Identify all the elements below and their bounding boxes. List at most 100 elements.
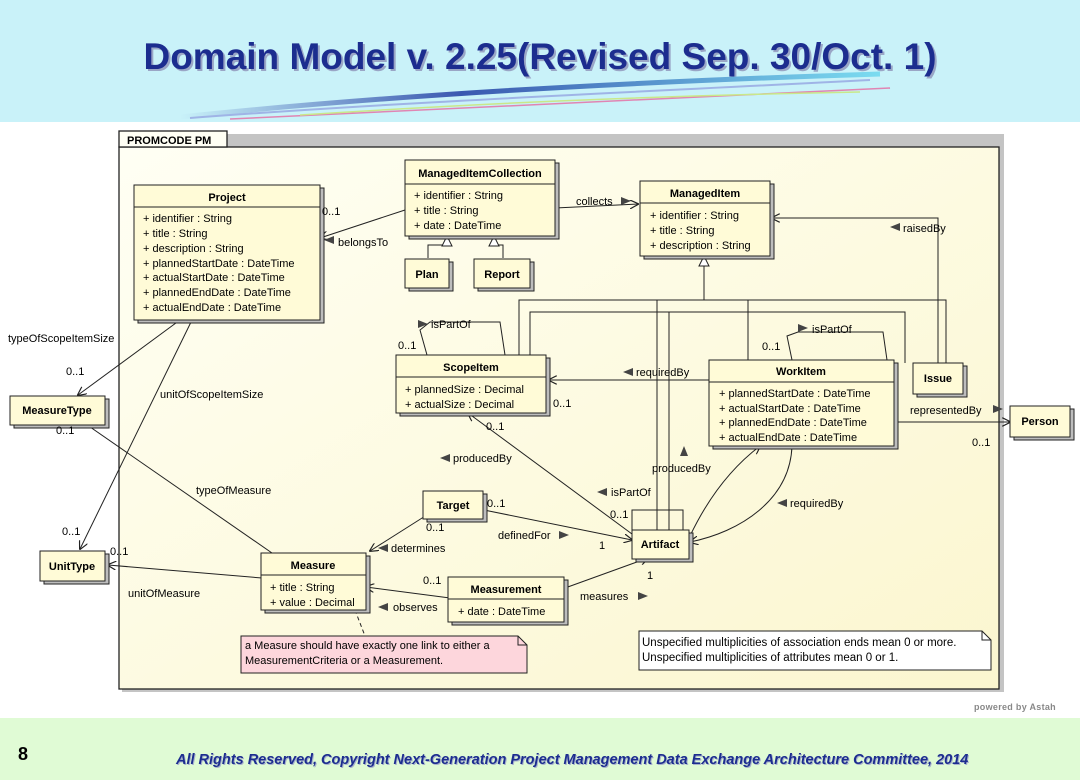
class-attr: + title : String	[270, 582, 335, 594]
class-attr: + plannedEndDate : DateTime	[719, 417, 867, 429]
label-determines: determines	[391, 543, 446, 555]
label-collects: collects	[576, 196, 613, 208]
class-name: Project	[208, 192, 246, 204]
class-issue	[912, 362, 964, 395]
label-raised-by: raisedBy	[903, 223, 946, 235]
class-target	[422, 490, 484, 520]
class-attr: + identifier : String	[143, 213, 232, 225]
class-measurement	[447, 576, 565, 623]
class-managed-item	[639, 180, 771, 257]
edge-plan-generalization	[427, 236, 447, 258]
dir-required-by-scope	[623, 368, 633, 376]
class-attr: + plannedEndDate : DateTime	[143, 287, 291, 299]
class-name: WorkItem	[776, 366, 826, 378]
dir-is-part-of-scope	[418, 320, 428, 328]
class-name: Target	[437, 500, 470, 512]
dir-is-part-of-artifact	[597, 488, 607, 496]
multiplicity: 0..1	[110, 546, 128, 558]
dir-produced-by-work	[680, 446, 688, 456]
class-attr: + actualSize : Decimal	[405, 399, 514, 411]
class-name: UnitType	[49, 561, 95, 573]
class-unit-type	[39, 550, 106, 582]
edge-observes	[366, 587, 451, 599]
edge-determines	[370, 512, 431, 551]
edge-artifact-is-part-of	[631, 509, 684, 530]
class-person	[1009, 405, 1071, 438]
class-name: Measure	[291, 560, 336, 572]
label-type-of-scope-item-size: typeOfScopeItemSize	[8, 333, 114, 345]
class-measure-type	[9, 395, 106, 426]
class-plan	[404, 258, 450, 289]
multiplicity: 0..1	[322, 206, 340, 218]
astah-watermark: powered by Astah	[974, 702, 1056, 712]
label-required-by-scope: requiredBy	[636, 367, 690, 379]
edge-required-by-artifact	[690, 445, 793, 542]
class-boxes	[9, 159, 1071, 623]
label-produced-by-scope: producedBy	[453, 453, 512, 465]
class-attr: + actualStartDate : DateTime	[719, 403, 861, 415]
slide-footer	[0, 718, 1080, 780]
class-scope-item	[395, 354, 547, 414]
class-managed-item-collection	[404, 159, 556, 237]
class-attr: + plannedStartDate : DateTime	[143, 258, 295, 270]
label-unit-of-scope-item-size: unitOfScopeItemSize	[160, 389, 263, 401]
edge-scopeitem-is-part-of	[419, 321, 506, 356]
class-name: MeasureType	[22, 405, 92, 417]
dir-defined-for	[559, 531, 569, 539]
label-measures: measures	[580, 591, 629, 603]
label-unit-of-measure: unitOfMeasure	[128, 588, 200, 600]
multiplicity: 0..1	[486, 421, 504, 433]
note-measure: a Measure should have exactly one link t…	[240, 635, 528, 674]
label-defined-for: definedFor	[498, 530, 551, 542]
class-measure	[260, 552, 367, 611]
class-attr: + date : DateTime	[414, 220, 501, 232]
copyright-notice: All Rights Reserved, Copyright Next-Gene…	[176, 752, 969, 768]
class-attr: + identifier : String	[650, 210, 739, 222]
edge-unit-of-measure	[108, 565, 263, 579]
label-represented-by: representedBy	[910, 405, 982, 417]
edge-report-generalization	[494, 236, 504, 258]
edge-type-of-scope-item-size	[78, 319, 181, 395]
multiplicity: 0..1	[56, 425, 74, 437]
edge-belongs-to	[320, 209, 406, 238]
class-attr: + plannedSize : Decimal	[405, 384, 524, 396]
dir-required-by-artifact	[777, 499, 787, 507]
class-attr: + title : String	[414, 205, 479, 217]
dir-raised-by	[890, 223, 900, 231]
multiplicity: 0..1	[423, 575, 441, 587]
multiplicity: 0..1	[762, 341, 780, 353]
multiplicity: 1	[647, 570, 653, 582]
class-name: Issue	[924, 373, 952, 385]
edge-generalization-inner	[529, 311, 906, 363]
multiplicity: 0..1	[66, 366, 84, 378]
label-required-by-artifact: requiredBy	[790, 498, 844, 510]
dir-produced-by-scope	[440, 454, 450, 462]
class-name: Person	[1021, 416, 1059, 428]
note-multiplicity-line-1: Unspecified multiplicities of associatio…	[642, 637, 956, 649]
note-measure-line-2: MeasurementCriteria or a Measurement.	[245, 655, 443, 667]
multiplicity: 0..1	[62, 526, 80, 538]
class-artifact	[631, 529, 690, 560]
edge-collects	[554, 204, 638, 208]
class-attr: + value : Decimal	[270, 597, 355, 609]
class-report	[473, 258, 531, 289]
class-attr: + identifier : String	[414, 190, 503, 202]
class-name: Measurement	[471, 584, 542, 596]
class-name: Report	[484, 269, 520, 281]
edge-note-anchor	[354, 609, 366, 637]
class-name: Plan	[415, 269, 439, 281]
class-attr: + date : DateTime	[458, 606, 545, 618]
multiplicity: 0..1	[972, 437, 990, 449]
note-multiplicity: Unspecified multiplicities of associatio…	[638, 630, 992, 671]
note-multiplicity-line-2: Unspecified multiplicities of attributes…	[642, 652, 898, 664]
multiplicity: 0..1	[487, 498, 505, 510]
connectors	[78, 204, 1010, 637]
dir-is-part-of-work	[798, 324, 808, 332]
class-attr: + title : String	[143, 228, 208, 240]
multiplicity: 0..1	[398, 340, 416, 352]
multiplicity: 0..1	[426, 522, 444, 534]
class-name: Artifact	[641, 539, 680, 551]
edge-produced-by-scope	[468, 413, 633, 535]
dir-collects	[621, 197, 631, 205]
